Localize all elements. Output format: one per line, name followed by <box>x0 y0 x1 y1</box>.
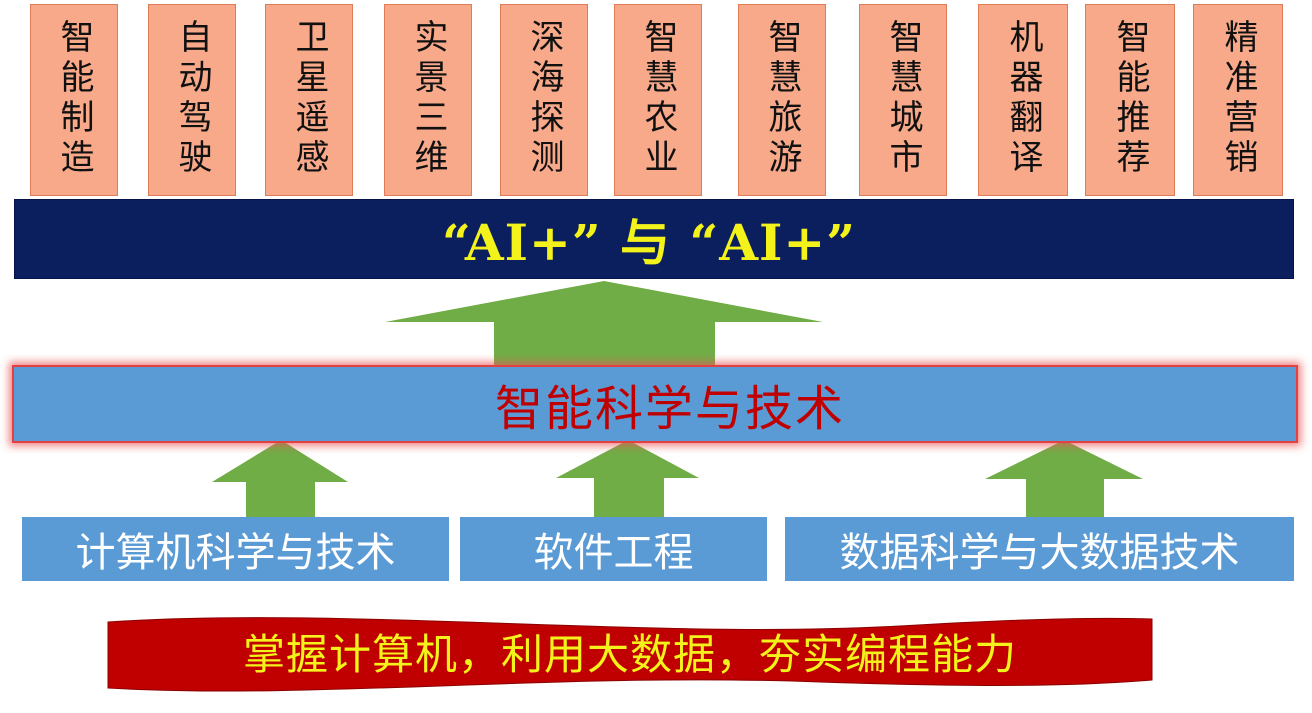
app-box-8: 智慧城市 <box>859 4 947 196</box>
ai-plus-bar: “AI+” 与 “AI+” <box>14 199 1294 279</box>
app-label: 实景三维 <box>408 19 448 179</box>
app-label: 自动驾驶 <box>172 19 212 179</box>
ai-plus-text: “AI+” 与 “AI+” <box>441 213 857 272</box>
major-label: 数据科学与大数据技术 <box>839 530 1240 576</box>
major-box-cs: 计算机科学与技术 <box>22 517 449 581</box>
app-box-9: 机器翻译 <box>978 4 1068 196</box>
major-box-ds: 数据科学与大数据技术 <box>785 517 1294 581</box>
app-label: 精准营销 <box>1218 19 1258 179</box>
major-label: 软件工程 <box>533 530 694 576</box>
up-arrow-middle-icon <box>556 440 699 518</box>
app-box-7: 智慧旅游 <box>738 4 826 196</box>
app-label: 智能推荐 <box>1110 19 1150 179</box>
app-label: 卫星遥感 <box>289 19 329 179</box>
app-box-11: 精准营销 <box>1193 4 1283 196</box>
app-label: 智能制造 <box>54 19 94 179</box>
app-label: 智慧城市 <box>883 19 923 179</box>
app-box-5: 深海探测 <box>500 4 588 196</box>
app-box-2: 自动驾驶 <box>148 4 236 196</box>
app-label: 智慧农业 <box>638 19 678 179</box>
banner-slogan: 掌握计算机，利用大数据，夯实编程能力 <box>242 629 1017 679</box>
core-discipline-bar: 智能科学与技术 <box>12 365 1298 443</box>
up-arrow-right-icon <box>985 440 1143 518</box>
core-discipline-label: 智能科学与技术 <box>494 381 845 437</box>
app-label: 机器翻译 <box>1003 19 1043 179</box>
up-arrow-left-icon <box>212 440 348 518</box>
app-box-4: 实景三维 <box>384 4 472 196</box>
major-box-se: 软件工程 <box>460 517 767 581</box>
app-box-1: 智能制造 <box>30 4 118 196</box>
app-box-10: 智能推荐 <box>1085 4 1175 196</box>
app-label: 智慧旅游 <box>762 19 802 179</box>
wavy-banner-shape <box>107 617 1153 692</box>
big-up-arrow-icon <box>385 281 823 365</box>
app-box-3: 卫星遥感 <box>265 4 353 196</box>
app-label: 深海探测 <box>524 19 564 179</box>
app-box-6: 智慧农业 <box>614 4 702 196</box>
major-label: 计算机科学与技术 <box>75 530 396 576</box>
